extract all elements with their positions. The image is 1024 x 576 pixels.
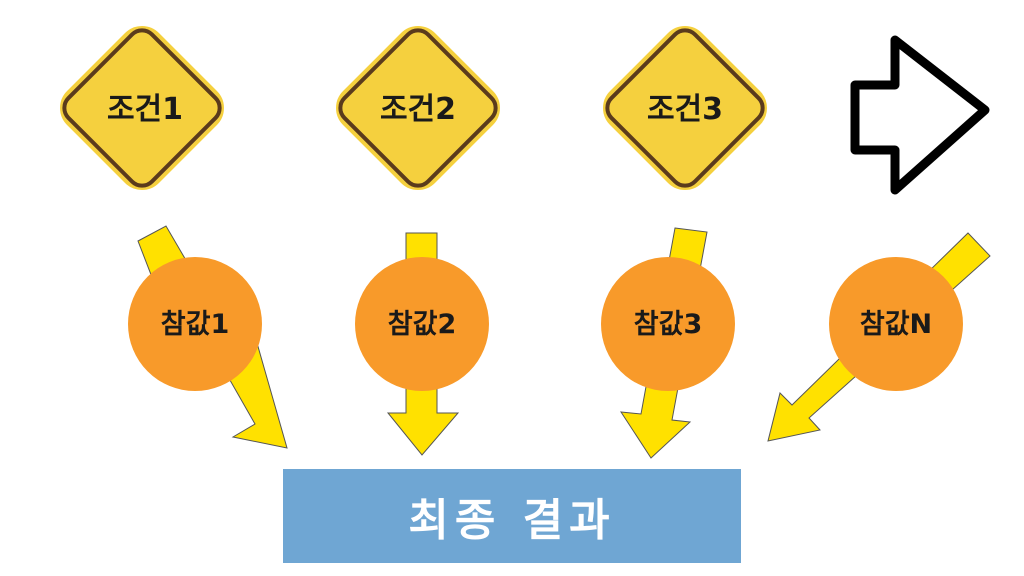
condition-diamond-1 bbox=[60, 26, 224, 190]
condition-label-3: 조건3 bbox=[646, 92, 724, 127]
value-label-2: 참값2 bbox=[387, 309, 457, 340]
condition-diamond-2 bbox=[336, 26, 500, 190]
value-circle-2 bbox=[355, 257, 489, 391]
final-result-box: 최종 결과 bbox=[283, 469, 741, 563]
value-label-n: 참값N bbox=[859, 309, 933, 340]
value-circle-1 bbox=[128, 257, 262, 391]
right-arrow-outline-icon bbox=[850, 35, 990, 195]
value-label-1: 참값1 bbox=[160, 309, 230, 340]
condition-label-2: 조건2 bbox=[379, 92, 457, 127]
final-result-label: 최종 결과 bbox=[408, 495, 616, 546]
value-circle-n bbox=[829, 257, 963, 391]
condition-label-1: 조건1 bbox=[106, 92, 184, 127]
value-circle-3 bbox=[601, 257, 735, 391]
condition-diamond-3 bbox=[603, 26, 767, 190]
value-label-3: 참값3 bbox=[633, 309, 703, 340]
